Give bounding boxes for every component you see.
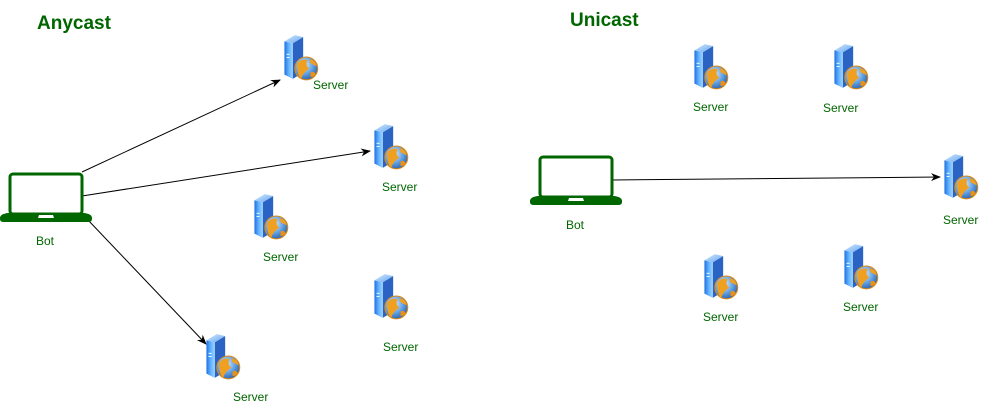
unicast-bot-label: Bot bbox=[566, 218, 585, 232]
unicast-edges bbox=[611, 173, 941, 182]
server-icon[interactable] bbox=[698, 252, 740, 302]
unicast-server-label-5: Server bbox=[843, 300, 879, 314]
anycast-server-label-5: Server bbox=[233, 390, 269, 404]
unicast-server-label-3: Server bbox=[943, 213, 979, 227]
server-icon[interactable] bbox=[828, 42, 870, 92]
server-icon[interactable] bbox=[688, 42, 730, 92]
server-icon[interactable] bbox=[200, 332, 242, 382]
edge-bot-to-server-1 bbox=[81, 79, 281, 173]
anycast-bot-label: Bot bbox=[36, 234, 55, 248]
anycast-title: Anycast bbox=[37, 13, 111, 34]
unicast-title: Unicast bbox=[570, 10, 639, 31]
anycast-server-label-3: Server bbox=[263, 250, 299, 264]
server-icon[interactable] bbox=[838, 242, 880, 292]
laptop-icon[interactable] bbox=[0, 172, 92, 222]
server-icon[interactable] bbox=[278, 33, 320, 83]
server-icon[interactable] bbox=[938, 152, 980, 202]
edge-bot-to-server-2 bbox=[81, 148, 371, 197]
unicast-server-label-2: Server bbox=[823, 101, 859, 115]
server-icon[interactable] bbox=[368, 272, 410, 322]
edge-unicast-bot-to-server-3 bbox=[611, 173, 941, 182]
server-icon[interactable] bbox=[248, 192, 290, 242]
anycast-server-label-1: Server bbox=[313, 78, 349, 92]
anycast-server-label-4: Server bbox=[383, 340, 419, 354]
server-icon[interactable] bbox=[368, 122, 410, 172]
unicast-server-label-4: Server bbox=[703, 310, 739, 324]
anycast-server-label-2: Server bbox=[382, 180, 418, 194]
unicast-server-label-1: Server bbox=[693, 100, 729, 114]
edge-bot-to-server-5 bbox=[87, 219, 207, 345]
laptop-icon[interactable] bbox=[530, 155, 622, 205]
anycast-edges bbox=[81, 79, 371, 345]
